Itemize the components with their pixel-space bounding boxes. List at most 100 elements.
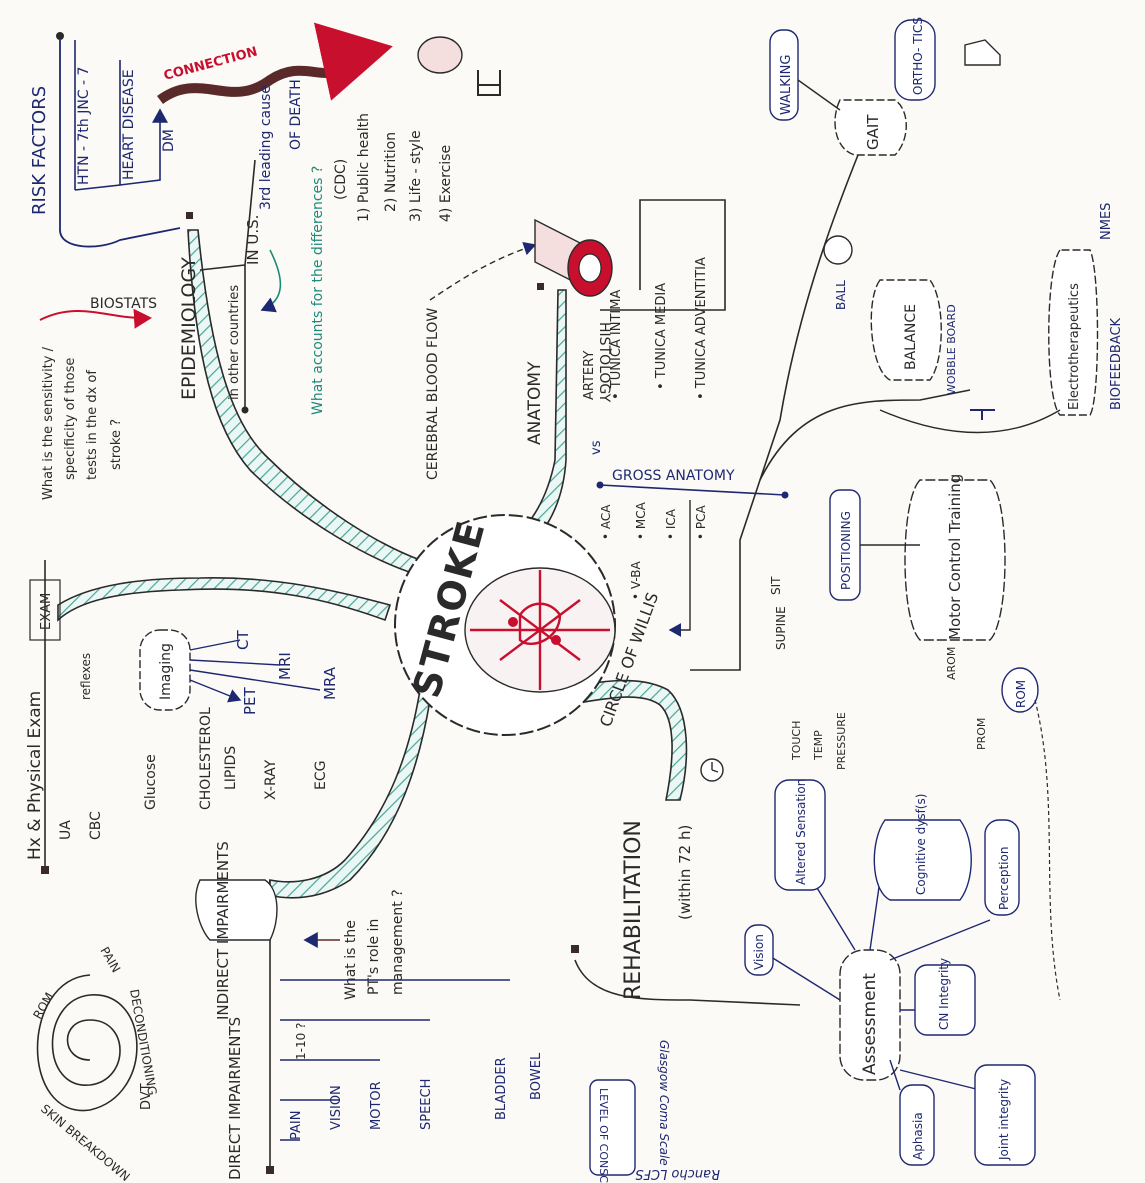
- cdc-item: 2) Nutrition: [383, 132, 399, 212]
- gross-anatomy-label: GROSS ANATOMY: [612, 468, 735, 484]
- assessment-label: Assessment: [860, 973, 880, 1075]
- assess-altered-sensation: Altered Sensation: [794, 779, 808, 885]
- sens-temp: TEMP: [812, 730, 825, 761]
- cdc-item: 4) Exercise: [438, 145, 454, 222]
- direct-motor: MOTOR: [369, 1081, 384, 1130]
- spiral-pain: PAIN: [97, 945, 123, 976]
- electro-cloud: [1048, 249, 1099, 416]
- level-of-consciousness: LEVEL OF CONSCIOUSNESS: [597, 1088, 610, 1183]
- arom-label: AROM: [945, 647, 958, 680]
- tunica-intima: • TUNICA INTIMA: [609, 290, 624, 400]
- lab-ecg: ECG: [313, 761, 329, 790]
- pt-role-q2: PT's role in: [366, 919, 382, 995]
- complication-spiral: [36, 974, 138, 1112]
- vessel-node: [551, 635, 561, 645]
- wobble-board-label: WOBBLE BOARD: [945, 304, 958, 395]
- cdc-label: (CDC): [333, 159, 349, 200]
- risk-heart-disease: HEART DISEASE: [121, 69, 137, 180]
- connection-label: CONNECTION: [162, 44, 259, 83]
- rancho-lcfs: Rancho LCFS: [635, 1166, 720, 1181]
- spiral-skin-breakdown: SKIN BREAKDOWN: [38, 1102, 132, 1183]
- vessel-node: [508, 617, 518, 627]
- prom-label: PROM: [975, 718, 988, 750]
- assess-cn-integrity: CN Integrity: [937, 958, 951, 1030]
- direct-bladder: BLADDER: [494, 1057, 509, 1120]
- biostats-section: BIOSTATS What is the sensitivity / speci…: [39, 296, 157, 500]
- electrotherapeutics-label: Electrotherapeutics: [1067, 283, 1082, 410]
- ball-icon: [823, 235, 853, 265]
- arrow-to-death: [313, 22, 393, 101]
- lab-cbc: CBC: [88, 811, 104, 840]
- reflexes-label: reflexes: [79, 653, 93, 700]
- branch-epidemiology: [187, 229, 421, 577]
- shoe-icon: [964, 39, 1001, 66]
- circle-of-willis-vessels: [470, 570, 610, 690]
- motor-control-training: Motor Control Training: [946, 474, 964, 640]
- motor-section: Motor Control Training POSITIONING SIT S…: [690, 17, 1124, 1001]
- biostats-q2: specificity of those: [63, 358, 78, 480]
- center-node: STROKE CIRCLE OF WILLIS: [394, 514, 662, 736]
- third-leading-cause: 3rd leading cause: [258, 85, 274, 210]
- nmes-label: NMES: [1099, 203, 1114, 240]
- vessel-vba: • V-BA: [629, 560, 643, 600]
- histology-label: HISTOLOGY: [596, 322, 612, 403]
- direct-vision: VISION: [329, 1085, 344, 1130]
- assess-aphasia: Aphasia: [911, 1112, 925, 1160]
- direct-impairments: DIRECT IMPAIRMENTS: [226, 1017, 244, 1180]
- tunica-media: • TUNICA MEDIA: [654, 283, 669, 390]
- risk-htn: HTN - 7th JNC - 7: [76, 67, 92, 185]
- direct-bowel: BOWEL: [529, 1052, 544, 1100]
- motor-control-cloud: [904, 479, 1006, 641]
- cdc-item: 3) Life - style: [408, 130, 424, 222]
- sit-label: SIT: [769, 576, 783, 595]
- tombstone-icon: [477, 70, 501, 96]
- supine-label: SUPINE: [774, 606, 788, 650]
- biofeedback-label: BIOFEEDBACK: [1109, 317, 1124, 410]
- ball-label: BALL: [834, 280, 848, 310]
- branch-diagnosis: [57, 577, 392, 622]
- cerebral-blood-flow-label: CEREBRAL BLOOD FLOW: [425, 308, 441, 480]
- vessel-mca: • MCA: [634, 501, 648, 540]
- epidemiology-section: EPIDEMIOLOGY IN U.S. in other countries …: [178, 113, 454, 415]
- balance-label: BALANCE: [903, 304, 919, 370]
- of-death: OF DEATH: [288, 79, 304, 150]
- gait-cloud: [834, 99, 907, 156]
- risk-factors-section: RISK FACTORS HTN - 7th JNC - 7 HEART DIS…: [29, 22, 501, 248]
- brain-icon: [417, 36, 463, 74]
- anatomy-section: ANATOMY CEREBRAL BLOOD FLOW ARTERY HISTO…: [425, 199, 789, 637]
- within-72h: (within 72 h): [676, 825, 694, 920]
- diagnosis-section: Hx & Physical Exam EXAM reflexes Imaging…: [25, 560, 339, 874]
- gait-label: GAIT: [864, 114, 882, 150]
- in-us-label: IN U.S.: [244, 215, 262, 265]
- orthotics-label: ORTHO- TICS: [911, 17, 925, 95]
- vessel-pca: • PCA: [694, 504, 708, 540]
- pt-role-q3: management ?: [390, 889, 406, 995]
- assess-vision: Vision: [752, 934, 766, 970]
- assess-joint-integrity: Joint integrity: [997, 1079, 1011, 1161]
- rehabilitation-section: REHABILITATION (within 72 h) Assessment …: [571, 712, 1036, 1183]
- sens-pressure: PRESSURE: [835, 712, 848, 770]
- biostats-q4: stroke ?: [109, 419, 124, 470]
- lab-cholesterol: CHOLESTEROL: [198, 707, 214, 810]
- branch-impairments: [267, 688, 431, 899]
- lab-ua: UA: [58, 820, 74, 840]
- hx-physical-exam: Hx & Physical Exam: [25, 691, 45, 860]
- walking-label: WALKING: [779, 55, 794, 115]
- wobble-board-icon: [970, 409, 995, 420]
- imaging-label: Imaging: [158, 643, 174, 700]
- risk-factors-title: RISK FACTORS: [29, 86, 50, 215]
- imaging-ct: CT: [234, 630, 252, 650]
- lab-lipids: LIPIDS: [223, 746, 239, 790]
- vessel-aca: • ACA: [599, 504, 613, 540]
- risk-dm: DM: [161, 129, 177, 152]
- other-countries-label: in other countries: [227, 285, 242, 400]
- indirect-cloud: [195, 879, 278, 941]
- indirect-impairments: INDIRECT IMPAIRMENTS: [214, 841, 232, 1020]
- spiral-rom: ROM: [30, 990, 56, 1021]
- imaging-pet: PET: [241, 686, 259, 715]
- biostats-q1: What is the sensitivity /: [41, 346, 56, 500]
- vessel-ica: • ICA: [664, 508, 678, 540]
- rom-label: ROM: [1014, 680, 1028, 708]
- exam-label: EXAM: [39, 593, 54, 630]
